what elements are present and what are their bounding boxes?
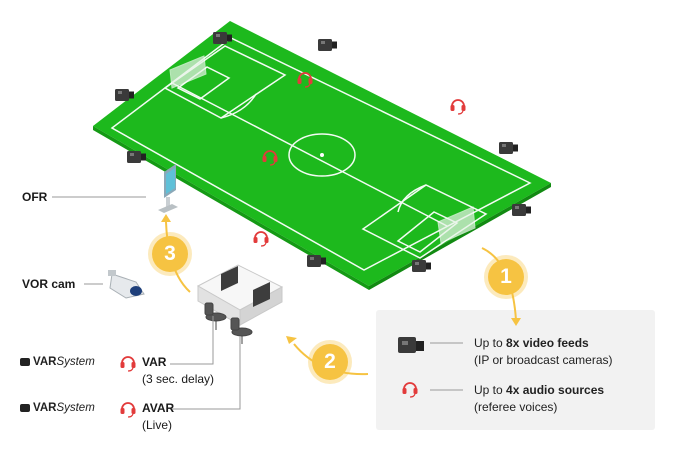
- referee-headset-icon: [252, 231, 270, 247]
- football-pitch: [93, 21, 551, 290]
- ofr-label: OFR: [22, 190, 48, 204]
- ofr-monitor-icon: [158, 164, 178, 213]
- varsystem-brand: VARSystem: [33, 356, 95, 368]
- legend-video-detail: (IP or broadcast cameras): [474, 353, 613, 367]
- avar-headset-icon: [119, 402, 137, 418]
- step-badge-3: 3: [152, 236, 188, 272]
- varsystem-logo-icon: [20, 358, 30, 412]
- var-detail: (3 sec. delay): [142, 372, 215, 386]
- legend-audio-prefix: Up to: [474, 383, 507, 397]
- var-title: VAR: [142, 355, 167, 369]
- pitch-camera-icon: [412, 260, 431, 272]
- arrow-heads: [161, 214, 521, 344]
- legend-audio-bold: 4x audio sources: [506, 383, 605, 397]
- legend-headset-icon: [401, 382, 419, 398]
- vor-cam-label: VOR cam: [22, 277, 76, 291]
- step-badge-2: 2: [312, 344, 348, 380]
- avar-leader-line: [172, 336, 241, 410]
- legend-video-text: Up to 8x video feeds: [474, 335, 589, 351]
- var-room-desks: [196, 264, 284, 344]
- varsystem-brand-italic: System: [56, 402, 95, 414]
- step-badge-1: 1: [488, 259, 524, 295]
- pitch-camera-icon: [318, 39, 337, 51]
- pitch-camera-icon: [512, 204, 531, 216]
- var-leader-line: [170, 316, 214, 365]
- legend-video-prefix: Up to: [474, 336, 507, 350]
- legend-audio-detail: (referee voices): [474, 400, 558, 414]
- legend-video-bold: 8x video feeds: [506, 336, 589, 350]
- avar-title: AVAR: [142, 401, 175, 415]
- varsystem-brand-bold: VAR: [33, 356, 57, 368]
- goal-top: [169, 55, 207, 89]
- legend-panel: [376, 310, 655, 430]
- referee-headset-icon: [449, 99, 467, 115]
- varsystem-brand-bold: VAR: [33, 402, 57, 414]
- avar-detail: (Live): [142, 418, 173, 432]
- varsystem-brand: VARSystem: [33, 402, 95, 414]
- var-headset-icon: [119, 356, 137, 372]
- varsystem-brand-italic: System: [56, 356, 95, 368]
- pitch-camera-icon: [499, 142, 518, 154]
- vor-camera-icon: [108, 270, 145, 299]
- legend-audio-text: Up to 4x audio sources: [474, 382, 604, 398]
- legend-camera-icon: [398, 337, 424, 353]
- goal-bottom: [437, 206, 476, 244]
